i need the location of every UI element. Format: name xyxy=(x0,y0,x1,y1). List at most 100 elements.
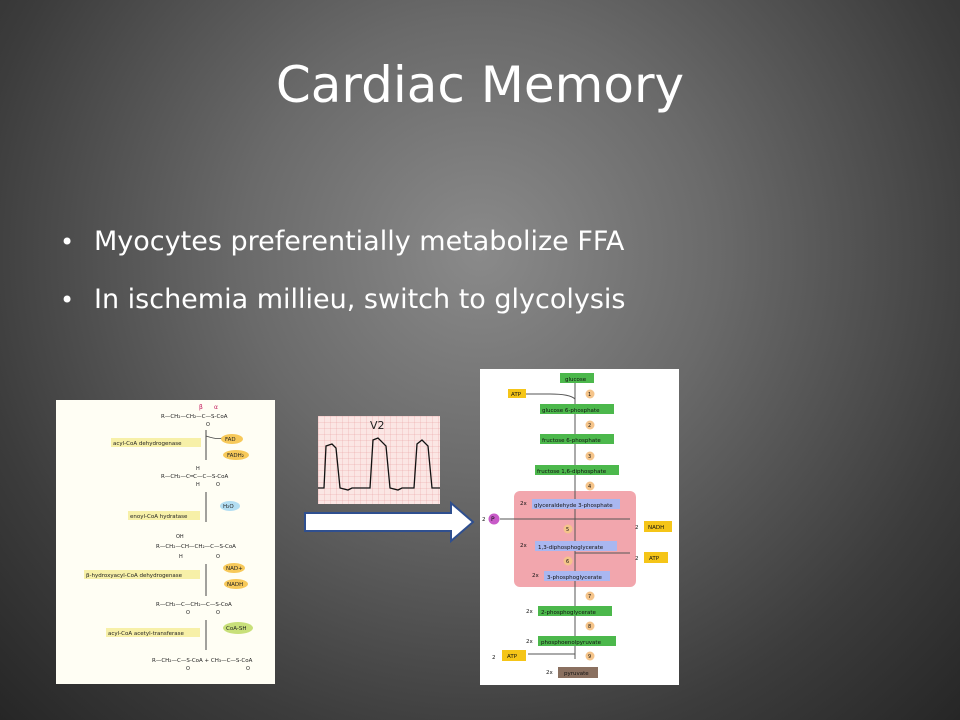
step-3: 3 xyxy=(588,454,591,460)
alpha-label: α xyxy=(214,404,218,411)
bullet-item: • In ischemia millieu, switch to glycoly… xyxy=(60,280,625,338)
metabolite-glucose: glucose xyxy=(565,377,587,383)
step-5: 5 xyxy=(566,527,569,533)
step-2: 2 xyxy=(588,423,591,429)
output-coef: 2 xyxy=(492,655,496,661)
bullet-dot-icon: • xyxy=(60,228,75,256)
energy-box xyxy=(644,552,668,563)
step-badge xyxy=(585,420,595,430)
metabolite-f6p: fructose 6-phosphate xyxy=(542,438,601,444)
ecg-waveform xyxy=(318,437,440,491)
step-badge xyxy=(585,651,595,661)
enzyme-box xyxy=(128,511,200,520)
metabolite-3pg: 3-phosphoglycerate xyxy=(547,575,603,581)
atp-output: ATP xyxy=(507,654,518,660)
step-badge xyxy=(563,524,573,534)
beta-oxidation-diagram: β α R—CH₂—CH₂—C—S-CoA O acyl-CoA dehydro… xyxy=(56,400,275,684)
enzyme-3: β-hydroxyacyl-CoA dehydrogenase xyxy=(86,573,183,579)
bullet-list: • Myocytes preferentially metabolize FFA… xyxy=(60,222,625,338)
multiplier: 2x xyxy=(532,573,539,579)
atp-output: ATP xyxy=(649,556,660,562)
energy-box xyxy=(508,389,526,398)
ecg-grid xyxy=(318,416,440,504)
multiplier: 2x xyxy=(526,639,533,645)
ecg-svg: V2 xyxy=(318,416,440,504)
step-7: 7 xyxy=(588,594,591,600)
step-8: 8 xyxy=(588,624,591,630)
atom-label: O xyxy=(216,610,220,616)
metabolite-box xyxy=(538,606,612,616)
enzyme-box xyxy=(106,628,200,637)
cofactor-arc xyxy=(205,435,223,440)
output-coef: 2 xyxy=(635,556,639,562)
metabolite-box xyxy=(544,571,610,581)
metabolite-box xyxy=(538,636,616,646)
cofactor-bubble xyxy=(224,579,248,589)
formula-3: R—CH₂—CH—CH₂—C—S-CoA xyxy=(156,544,236,550)
cofactor-bubble xyxy=(223,622,253,634)
multiplier: 2x xyxy=(520,543,527,549)
atom-label: O xyxy=(216,482,220,488)
metabolite-box xyxy=(560,373,594,383)
step-1: 1 xyxy=(588,392,591,398)
atom-label: O xyxy=(206,422,210,428)
cofactor-nadh: NADH xyxy=(227,582,243,588)
metabolite-box xyxy=(558,667,598,678)
bullet-dot-icon: • xyxy=(60,286,75,314)
cofactor-bubble xyxy=(220,501,240,511)
beta-oxidation-svg: β α R—CH₂—CH₂—C—S-CoA O acyl-CoA dehydro… xyxy=(84,404,253,672)
multiplier: 2x xyxy=(526,609,533,615)
cofactor-fadh2: FADH₂ xyxy=(227,453,244,459)
step-6: 6 xyxy=(566,559,569,565)
atom-label: H xyxy=(179,554,183,560)
atom-label: H xyxy=(196,466,200,472)
slide-title: Cardiac Memory xyxy=(275,56,685,114)
metabolite-box xyxy=(540,404,614,414)
step-4: 4 xyxy=(588,484,591,490)
cofactor-bubble xyxy=(223,563,245,573)
atom-label: H xyxy=(196,482,200,488)
atom-label: O xyxy=(186,666,190,672)
enzyme-1: acyl-CoA dehydrogenase xyxy=(113,441,182,447)
step-badge xyxy=(585,389,595,399)
enzyme-2: enoyl-CoA hydratase xyxy=(130,514,188,520)
cofactor-coash: CoA-SH xyxy=(226,626,246,632)
output-coef: 2 xyxy=(635,525,639,531)
metabolite-g3p: glyceraldehyde 3-phosphate xyxy=(534,503,613,509)
multiplier: 2x xyxy=(546,670,553,676)
energy-box xyxy=(644,521,672,532)
metabolite-pyruvate: pyruvate xyxy=(564,671,589,677)
pi-input: P xyxy=(491,516,495,523)
bullet-item: • Myocytes preferentially metabolize FFA xyxy=(60,222,625,280)
atom-label: OH xyxy=(176,534,184,540)
atom-label: O xyxy=(186,610,190,616)
atp-flow xyxy=(526,393,576,400)
bullet-text: Myocytes preferentially metabolize FFA xyxy=(94,226,625,257)
formula-1: R—CH₂—CH₂—C—S-CoA xyxy=(161,414,228,420)
metabolite-box xyxy=(535,541,617,551)
cofactor-nad: NAD+ xyxy=(226,566,243,572)
enzyme-4: acyl-CoA acetyl-transferase xyxy=(108,631,185,637)
step-badge xyxy=(585,451,595,461)
metabolite-box xyxy=(532,499,620,509)
nadh-output: NADH xyxy=(648,525,664,531)
step-badge xyxy=(585,621,595,631)
step-9: 9 xyxy=(588,654,591,660)
metabolite-f16bp: fructose 1,6-diphosphate xyxy=(537,469,607,475)
atp-input: ATP xyxy=(511,392,522,398)
metabolite-box xyxy=(535,465,619,475)
formula-5: R—CH₂—C—S-CoA + CH₃—C—S-CoA xyxy=(152,658,253,664)
step-badge xyxy=(563,556,573,566)
enzyme-box xyxy=(84,570,200,579)
atom-label: O xyxy=(246,666,250,672)
metabolite-box xyxy=(540,434,614,444)
glycolysis-diagram: glucose ATP 1 glucose 6-phosphate 2 fruc… xyxy=(480,369,679,685)
beta-label: β xyxy=(199,404,203,411)
phosphate-icon xyxy=(488,513,500,525)
enzyme-box xyxy=(111,438,201,447)
ecg-strip: V2 xyxy=(318,416,440,504)
cofactor-bubble xyxy=(221,434,243,444)
formula-4: R—CH₂—C—CH₂—C—S-CoA xyxy=(156,602,232,608)
metabolite-pep: phosphoenolpyruvate xyxy=(541,640,602,646)
step-badge xyxy=(585,481,595,491)
